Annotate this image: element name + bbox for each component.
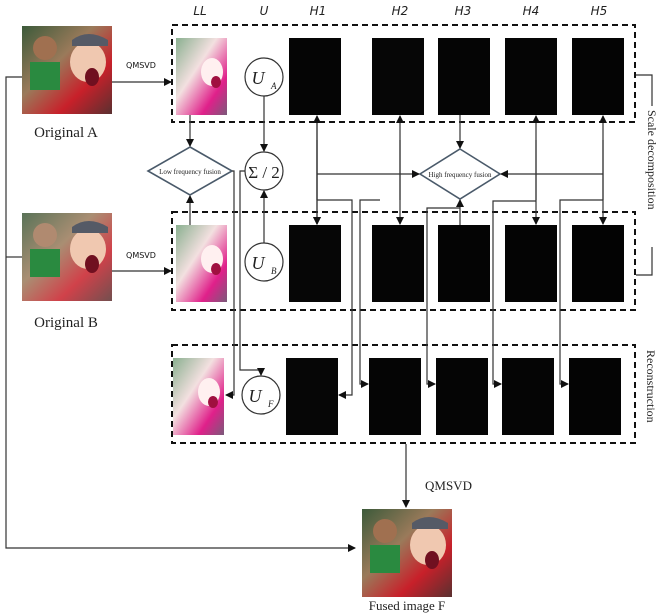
h3-b-subband — [438, 225, 490, 302]
h2-b-subband — [372, 225, 424, 302]
column-label-h4: H4 — [523, 4, 540, 18]
ll-f-image — [173, 358, 224, 435]
h5-f-subband — [569, 358, 621, 435]
reconstruction-box — [171, 344, 636, 444]
column-label-h2: H2 — [392, 4, 409, 18]
h3-f-subband — [436, 358, 488, 435]
original-b-image — [22, 213, 112, 301]
low-frequency-fusion-label: Low frequency fusion — [159, 168, 221, 176]
h2-a-subband — [372, 38, 424, 115]
decomposition-box-b — [171, 211, 636, 311]
column-label-h1: H1 — [310, 4, 327, 18]
original-a-label: Original A — [34, 125, 98, 141]
low-fusion-to-ll-f — [225, 170, 235, 399]
h1-a-subband — [289, 38, 341, 115]
h4-f-subband — [502, 358, 554, 435]
qmsvd-label-b: QMSVD — [126, 251, 156, 260]
u-f-node — [241, 375, 281, 415]
u-b-symbol: U — [252, 253, 266, 273]
ll-b-image — [176, 225, 227, 302]
column-label-h5: H5 — [591, 4, 608, 18]
scale-decomposition-label: Scale decomposition — [645, 110, 659, 210]
fused-h1-path — [317, 199, 353, 399]
original-b-label: Original B — [34, 315, 98, 331]
h5-b-subband — [572, 225, 624, 302]
reconstruction-label: Reconstruction — [644, 350, 658, 423]
high-frequency-fusion-label: High frequency fusion — [429, 171, 492, 179]
fused-image — [362, 509, 452, 597]
ll-a-image — [176, 38, 227, 115]
scale-bracket-top — [636, 74, 653, 106]
fused-h2-path — [359, 199, 380, 388]
u-a-symbol: U — [252, 68, 266, 88]
original-a-image — [22, 26, 112, 114]
decomposition-box-a — [171, 24, 636, 123]
u-f-subscript: F — [267, 399, 274, 409]
qmsvd-label-a: QMSVD — [126, 61, 156, 70]
h2-f-subband — [369, 358, 421, 435]
u-f-symbol: U — [249, 386, 263, 406]
u-a-subscript: A — [270, 81, 277, 91]
scale-bracket-bottom — [636, 247, 653, 276]
h5-a-subband — [572, 38, 624, 115]
h3-a-subband — [438, 38, 490, 115]
qmsvd-label-final: QMSVD — [425, 478, 472, 493]
fused-h3-path — [426, 207, 460, 388]
h4-a-subband — [505, 38, 557, 115]
h4-b-subband — [505, 225, 557, 302]
column-label-h3: H3 — [455, 4, 472, 18]
average-symbol: Σ / 2 — [248, 163, 280, 182]
fused-h4-path — [492, 200, 536, 388]
fused-h5-path — [559, 199, 603, 388]
average-to-u-f — [239, 170, 265, 376]
original-a-bypass — [5, 76, 356, 552]
h1-f-subband — [286, 358, 338, 435]
column-label-u: U — [260, 4, 269, 18]
u-b-subscript: B — [271, 266, 277, 276]
h1-b-subband — [289, 225, 341, 302]
fused-image-label: Fused image F — [369, 598, 446, 613]
column-label-ll: LL — [193, 4, 206, 18]
